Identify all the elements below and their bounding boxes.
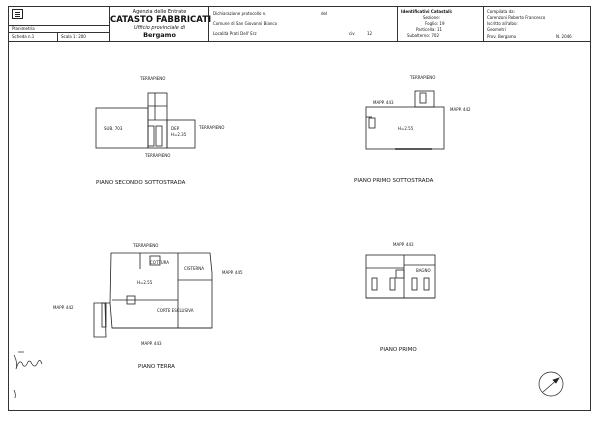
p3-height: H=2.55 [137,280,153,285]
identificativi-cell: Identificativi Catastali: Sezione: Fogli… [398,7,484,41]
comp-line4: Geometri [487,27,506,32]
id-subalterno: Subalterno: 702 [407,33,440,38]
p4-bagno: BAGNO [416,268,431,273]
ufficio-label: Ufficio provinciale di [133,25,186,31]
decl-civ-number: 12 [367,31,373,36]
p1-sub-label: SUB. 703 [104,126,123,131]
p1-terrapieno-bottom: TERRAPIENO [145,153,171,158]
decl-protocol: Dichiarazione protocollo n. [213,11,267,16]
p2-caption: PIANO PRIMO SOTTOSTRADA [354,178,434,184]
p1-height: H=2.35 [171,132,187,137]
catasto-title: CATASTO FABBRICATI [110,15,212,25]
compilata-cell: Compilata da: Carenzoni Roberto Francesc… [484,7,590,41]
decl-comune: Comune di San Giovanni Bianco [213,21,278,26]
signature-icon [13,351,43,399]
plan-piano-terra [93,252,213,338]
p3-terrapieno-top: TERRAPIENO [133,243,159,248]
comp-line3: Iscritto all'albo: [487,21,518,26]
id-foglio: Foglio: 19 [425,21,445,26]
id-sezione: Sezione: [423,15,441,20]
p1-dep-label: DEP. [171,126,180,131]
p3-caption: PIANO TERRA [138,364,175,370]
decl-del: del [321,11,328,16]
comp-line5a: Prov. Bergamo [487,34,517,39]
menu-icon [12,9,23,19]
scheda-number: Scheda n.1 [12,34,35,39]
p3-mapp-left: MAPP. 442 [53,305,74,310]
plan-primo-sottostrada [365,90,445,150]
document-sheet: Planimetria Scheda n.1 Scala 1: 200 Agen… [8,6,591,411]
p3-cottura: COTTURA [150,260,170,265]
p4-caption: PIANO PRIMO [380,347,417,353]
scale-label: Scala 1: 200 [61,34,86,39]
scheda-cell: Planimetria Scheda n.1 Scala 1: 200 [9,7,110,41]
p4-mapp-top: MAPP. 443 [393,242,414,247]
agency-name: Agenzia delle Entrate [132,9,187,15]
city-name: Bergamo [143,31,176,39]
comp-line5b: N. 2046 [556,34,572,39]
p2-mapp-left: MAPP. 443 [373,100,394,105]
p1-terrapieno-top: TERRAPIENO [140,76,166,81]
p3-mapp-bottom: MAPP. 443 [141,341,162,346]
agency-cell: Agenzia delle Entrate CATASTO FABBRICATI… [110,7,212,41]
p3-corte: CORTE ESCLUSIVA [157,308,194,313]
planimetria-label: Planimetria [12,26,35,31]
p3-mapp-right: MAPP. 445 [222,270,243,275]
plan-secondo-sottostrada [95,92,196,149]
comp-line2: Carenzoni Roberto Francesco [487,15,546,20]
p1-terrapieno-right: TERRAPIENO [199,125,225,130]
decl-civ: civ. [349,31,356,36]
north-arrow-icon [538,371,564,397]
id-particella: Particella: 11 [416,27,443,32]
p3-cisterna: CISTERNA [184,266,204,271]
p2-terrapieno-top: TERRAPIENO [410,75,436,80]
p2-height: H=2.55 [398,126,414,131]
plan-piano-primo [365,254,436,299]
decl-localita: Località Prati Dell' Erz [213,31,257,36]
id-title: Identificativi Catastali: [401,9,453,14]
declaration-cell: Dichiarazione protocollo n. del Comune d… [209,7,398,41]
comp-line1: Compilata da: [487,9,515,14]
p2-mapp-right: MAPP. 442 [450,107,471,112]
title-block: Planimetria Scheda n.1 Scala 1: 200 Agen… [9,7,590,42]
p1-caption: PIANO SECONDO SOTTOSTRADA [96,180,186,186]
